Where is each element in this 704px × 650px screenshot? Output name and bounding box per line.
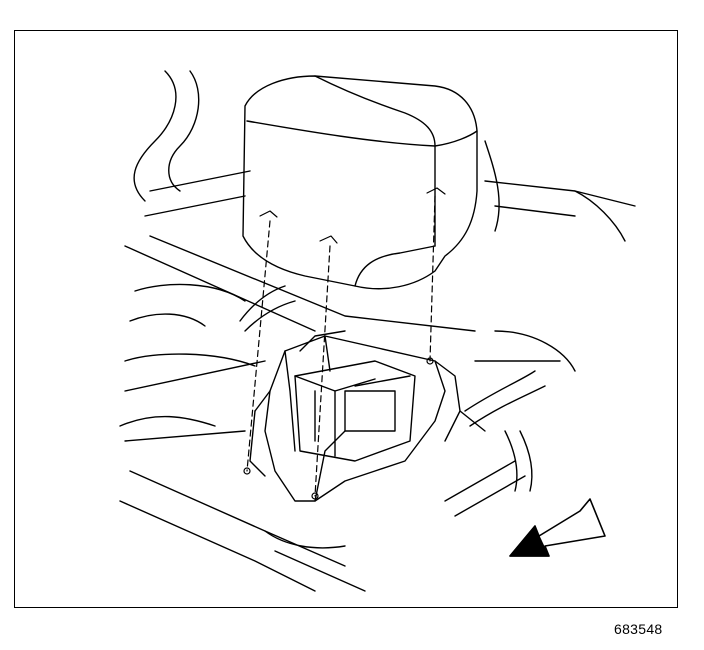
fastener-callouts bbox=[243, 187, 446, 500]
vehicle-floor-pan bbox=[119, 70, 636, 592]
module-bracket bbox=[249, 335, 486, 502]
electronic-module bbox=[294, 330, 416, 462]
figure-id-label: 683548 bbox=[614, 621, 663, 637]
fastener-leader-lines bbox=[246, 195, 436, 497]
wiring-harness bbox=[239, 285, 546, 592]
technical-illustration bbox=[119, 70, 636, 592]
module-cover bbox=[242, 75, 478, 290]
illustration-frame bbox=[14, 30, 678, 608]
front-direction-arrow-icon bbox=[509, 498, 606, 557]
